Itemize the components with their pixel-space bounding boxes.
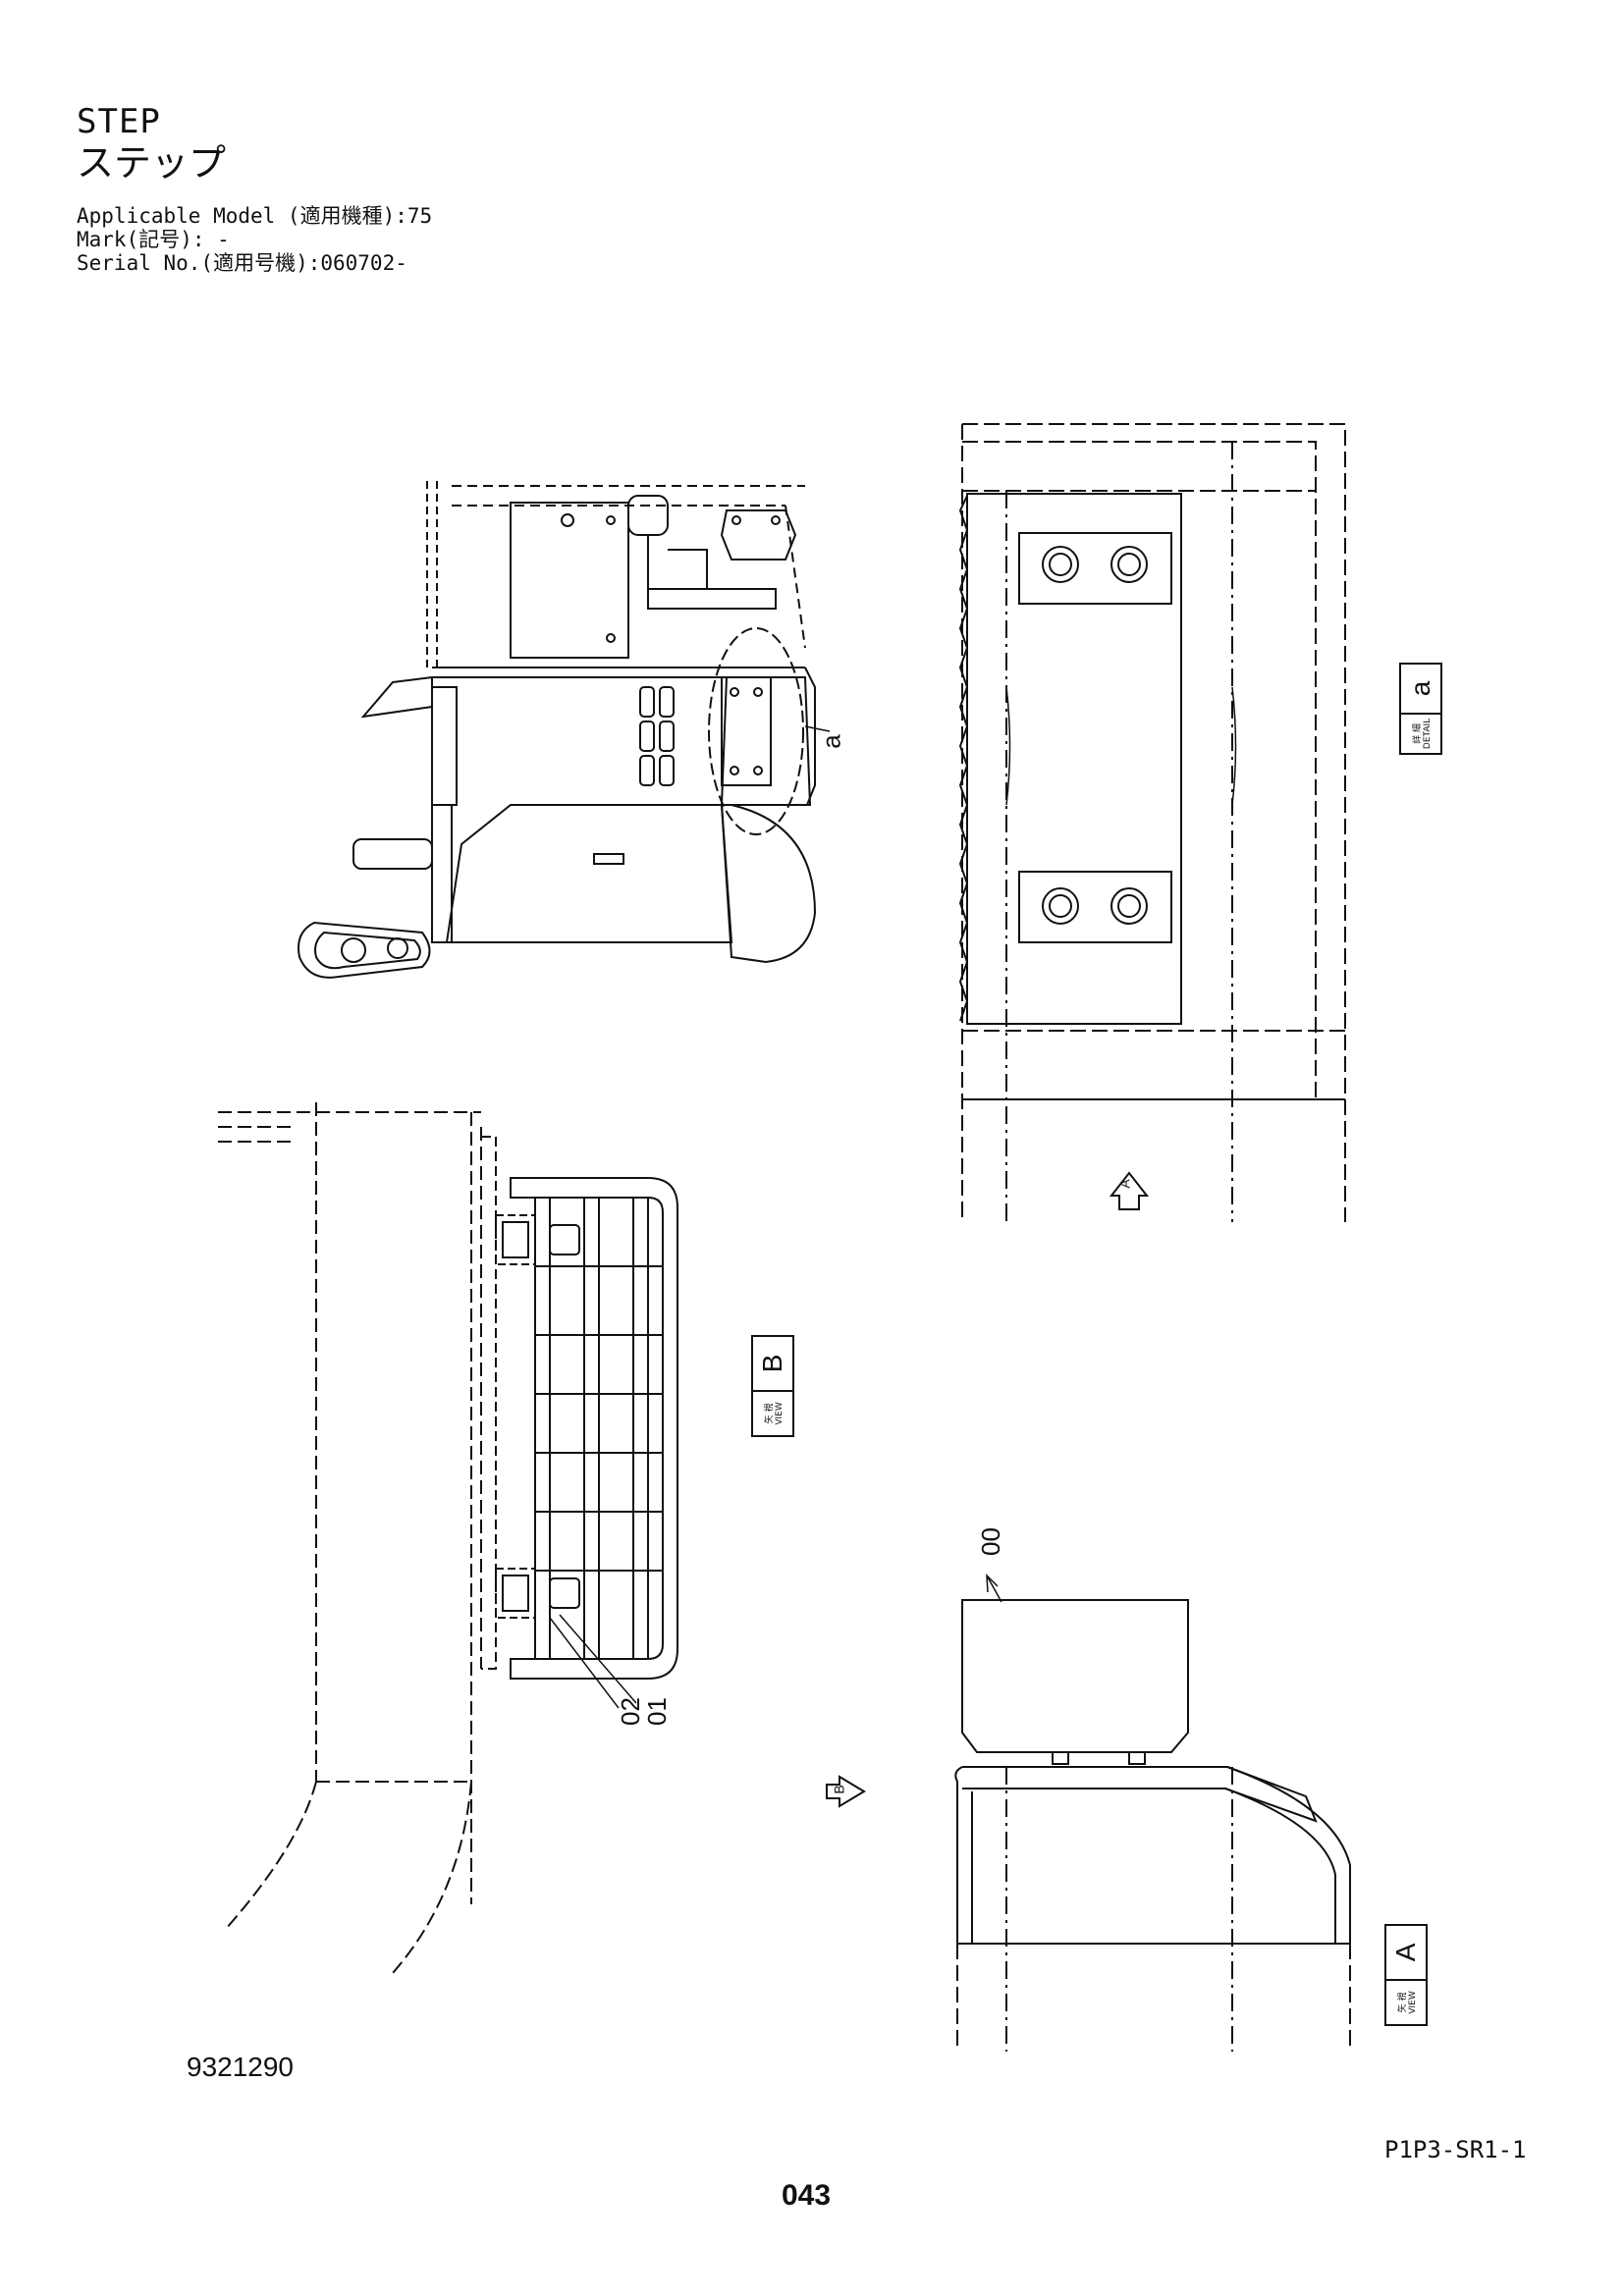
- view-b-jp: 矢 視: [764, 1403, 775, 1424]
- arrow-b-label: B: [831, 1785, 847, 1794]
- drawing-number: 9321290: [187, 2052, 295, 2082]
- mark: Mark(記号): -: [77, 228, 230, 251]
- view-b-letter: B: [757, 1354, 787, 1373]
- part-number-00: 00: [975, 1527, 1005, 1556]
- view-a: [826, 1574, 1351, 2052]
- detail-a-tag: 詳 細 DETAIL a: [1399, 663, 1442, 755]
- serial-number: Serial No.(適用号機):060702-: [77, 251, 407, 275]
- detail-en: DETAIL: [1422, 718, 1433, 750]
- title-japanese: ステップ: [77, 141, 227, 185]
- page-number: 043: [782, 2179, 832, 2212]
- sheet-code: P1P3-SR1-1: [1384, 2136, 1527, 2163]
- view-a-en: VIEW: [1407, 1991, 1418, 2014]
- detail-jp: 詳 細: [1412, 723, 1423, 744]
- part-number-01: 01: [641, 1697, 672, 1726]
- view-b-tag: 矢 視 VIEW B: [751, 1335, 794, 1437]
- header: STEP ステップ Applicable Model (適用機種):75 Mar…: [77, 102, 432, 275]
- spec-block: Applicable Model (適用機種):75 Mark(記号): - S…: [77, 204, 432, 275]
- machine-overview: [298, 481, 831, 979]
- detail-a-view: [958, 423, 1346, 1222]
- view-b-en: VIEW: [774, 1402, 785, 1425]
- view-a-tag: 矢 視 VIEW A: [1384, 1924, 1428, 2026]
- view-a-letter: A: [1390, 1943, 1421, 1962]
- callout-detail-a: a: [816, 734, 846, 749]
- arrow-a-label: A: [1116, 1179, 1133, 1189]
- part-number-02: 02: [615, 1697, 645, 1726]
- view-a-jp: 矢 視: [1397, 1992, 1408, 2013]
- title-english: STEP: [77, 102, 161, 141]
- applicable-model: Applicable Model (適用機種):75: [77, 204, 433, 228]
- detail-letter: a: [1405, 680, 1435, 697]
- view-b: [218, 1102, 678, 1974]
